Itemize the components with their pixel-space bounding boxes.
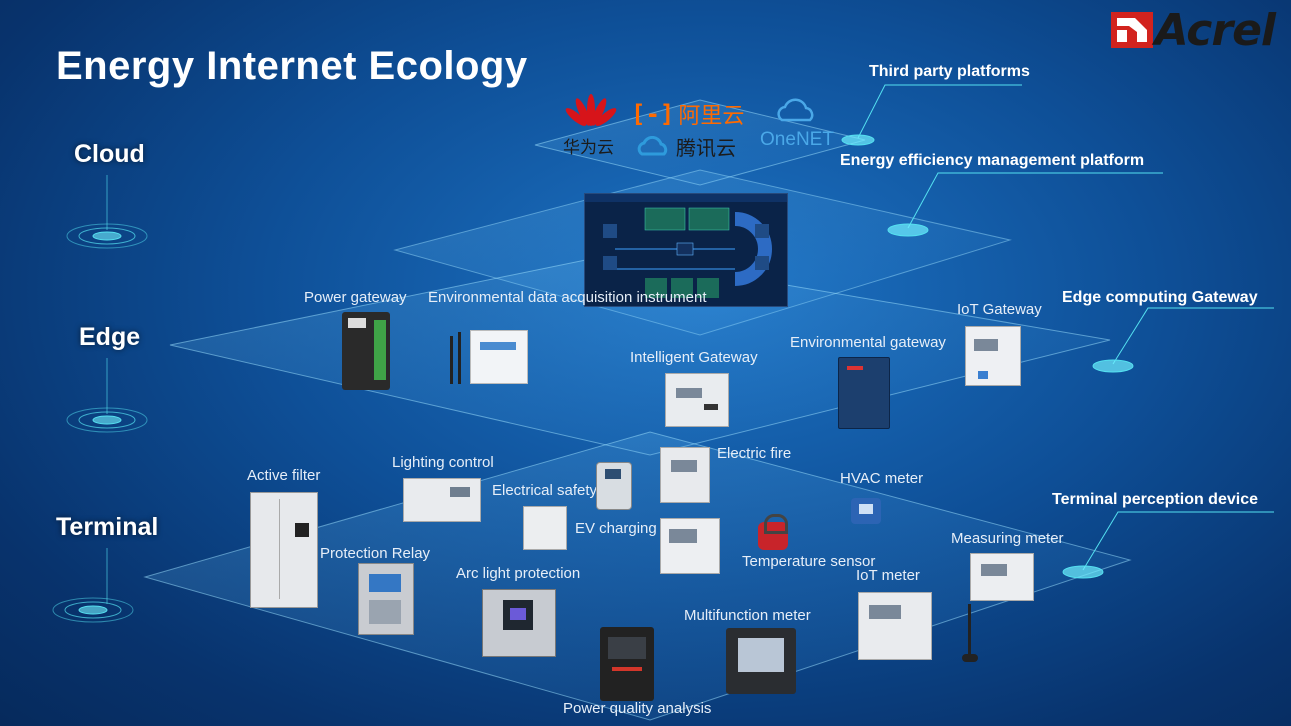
temperature-sensor-device [754,512,792,552]
label-arc-light: Arc light protection [456,565,581,582]
aliyun-logo: [-] 阿里云 [631,98,744,130]
huawei-cloud-logo: 华为云 [563,92,623,158]
label-iot-meter: IoT meter [856,567,920,584]
power-quality-device [600,627,654,701]
layer-label-terminal: Terminal [56,513,159,541]
electrical-safety-device [523,506,567,550]
iot-meter-antenna [962,604,978,664]
huawei-cloud-text: 华为云 [563,138,614,158]
edge-plane [169,254,1111,456]
page-title: Energy Internet Ecology [56,44,528,88]
callout-terminal-leader [1062,511,1274,579]
onenet-text: OneNET [760,129,834,150]
label-hvac-meter: HVAC meter [840,470,924,487]
callout-terminal-device: Terminal perception device [1052,491,1258,508]
label-multifunction-meter: Multifunction meter [684,607,811,624]
layer-label-edge: Edge [79,323,141,351]
label-env-data: Environmental data acquisition instrumen… [428,289,707,306]
hvac-meter-device [845,494,887,532]
label-lighting-control: Lighting control [392,454,494,471]
electric-fire-device [660,447,710,503]
label-power-gateway: Power gateway [304,289,407,306]
label-active-filter: Active filter [247,467,321,484]
cloud-ring [66,175,148,249]
label-protection-relay: Protection Relay [320,545,431,562]
ev-charger-device [596,462,632,510]
aliyun-bracket-icon: [-] [631,100,675,128]
measuring-module-device [660,518,720,574]
multifunction-meter-device [726,628,796,694]
callout-edge-leader [1092,307,1274,373]
tencent-cloud-icon [637,135,668,155]
label-iot-gateway: IoT Gateway [957,301,1042,318]
platform-dashboard-screenshot [584,193,788,307]
callout-third-party: Third party platforms [869,63,1030,80]
active-filter-cabinet [250,492,318,608]
callout-energy-platform: Energy efficiency management platform [840,152,1145,169]
env-gateway-device [838,357,890,429]
label-ev-charging: EV charging pile [575,520,685,537]
label-intelligent-gateway: Intelligent Gateway [630,349,758,366]
layer-label-cloud: Cloud [74,140,145,168]
terminal-plane [143,431,1132,721]
callout-edge-gateway: Edge computing Gateway [1062,289,1258,306]
env-data-device [446,330,530,386]
aliyun-text: 阿里云 [678,104,745,129]
dashboard-graphic [585,194,787,298]
label-electric-fire: Electric fire [717,445,792,462]
callout-third-party-leader [841,84,1022,146]
intelligent-gateway-device [665,373,729,427]
brand-name: Acrel [1154,4,1276,56]
callout-energy-leader [887,172,1163,237]
acrel-mark-icon [1110,12,1153,48]
arc-light-device [482,589,556,657]
label-electrical-safety: Electrical safety [492,482,598,499]
acrel-logo: Acrel [1109,4,1276,56]
label-env-gateway: Environmental gateway [790,334,946,351]
huawei-flower-icon [565,94,617,126]
tencent-cloud-logo: 腾讯云 [636,132,736,161]
iot-meter-device [858,592,932,660]
tencent-cloud-text: 腾讯云 [676,136,736,160]
iot-gateway-device [965,326,1021,386]
lighting-control-device [403,478,481,522]
label-temperature-sensor: Temperature sensor [742,553,876,570]
label-measuring-meter: Measuring meter [951,530,1064,547]
edge-ring [66,358,148,433]
power-gateway-device [342,312,390,390]
measuring-meter-device [970,553,1034,601]
protection-relay-device [358,563,414,635]
terminal-ring [52,548,134,623]
onenet-logo: OneNET [752,96,842,151]
label-power-quality: Power quality analysis [563,700,712,717]
onenet-cloud-icon [777,98,814,122]
